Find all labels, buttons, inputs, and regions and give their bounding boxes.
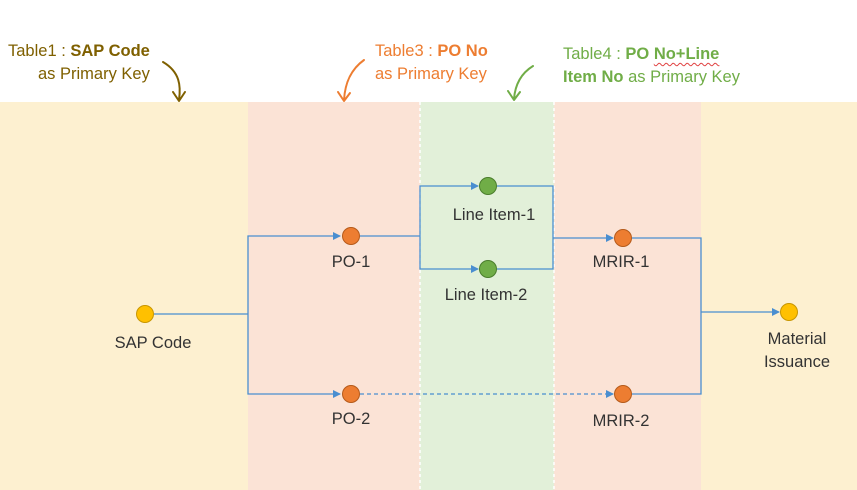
band-po bbox=[248, 102, 420, 490]
edge-line2-out bbox=[497, 238, 554, 270]
band-sap-code bbox=[0, 102, 248, 490]
material-issuance-line2: Issuance bbox=[763, 353, 831, 371]
mrir2-node bbox=[614, 385, 632, 403]
po1-node bbox=[342, 227, 360, 245]
edge-branch-to-line2 bbox=[419, 236, 479, 273]
table3-key: PO No bbox=[437, 42, 488, 60]
table3-suffix: as Primary Key bbox=[375, 65, 487, 83]
material-issuance-line1: Material bbox=[767, 330, 827, 348]
mrir1-label: MRIR-1 bbox=[592, 253, 650, 271]
band-line-item bbox=[420, 102, 554, 490]
table3-pointer-arrow bbox=[337, 59, 365, 102]
edge-mrir1-to-merge bbox=[632, 237, 702, 312]
table4-key-a: PO bbox=[625, 45, 654, 63]
table1-key: SAP Code bbox=[70, 42, 150, 60]
table3-annotation: Table3 : PO No as Primary Key bbox=[375, 40, 488, 86]
line-item2-label: Line Item-2 bbox=[444, 286, 528, 304]
table4-pointer-arrow bbox=[507, 65, 534, 101]
po1-label: PO-1 bbox=[331, 253, 371, 271]
edge-branch-to-po1 bbox=[247, 232, 341, 314]
material-issuance-node bbox=[780, 303, 798, 321]
table3-prefix: Table3 : bbox=[375, 42, 438, 60]
band-material-issuance bbox=[701, 102, 857, 490]
line-item2-node bbox=[479, 260, 497, 278]
table4-suffix: as Primary Key bbox=[623, 68, 740, 86]
band-mrir bbox=[554, 102, 701, 490]
po2-label: PO-2 bbox=[331, 410, 371, 428]
edge-line1-out bbox=[497, 185, 554, 238]
table4-key-b: No+Line bbox=[653, 45, 720, 63]
line-item1-label: Line Item-1 bbox=[452, 206, 536, 224]
table1-annotation: Table1 : SAP Code as Primary Key bbox=[8, 40, 150, 86]
sap-code-node bbox=[136, 305, 154, 323]
table1-prefix: Table1 : bbox=[8, 42, 71, 60]
table4-prefix: Table4 : bbox=[563, 45, 626, 63]
material-issuance-label: Material Issuance bbox=[764, 328, 830, 374]
table1-suffix: as Primary Key bbox=[37, 65, 150, 83]
table4-annotation: Table4 : PO No+Line Item No as Primary K… bbox=[563, 43, 740, 89]
sap-code-label: SAP Code bbox=[114, 334, 192, 352]
mrir2-label: MRIR-2 bbox=[592, 412, 650, 430]
table4-key-c: Item No bbox=[563, 68, 624, 86]
mrir1-node bbox=[614, 229, 632, 247]
po2-node bbox=[342, 385, 360, 403]
edge-branch-to-line1 bbox=[419, 182, 479, 236]
edge-mrir2-to-merge bbox=[632, 312, 702, 395]
line-item1-node bbox=[479, 177, 497, 195]
table1-pointer-arrow bbox=[162, 61, 186, 102]
edge-branch-to-po2 bbox=[247, 314, 341, 398]
